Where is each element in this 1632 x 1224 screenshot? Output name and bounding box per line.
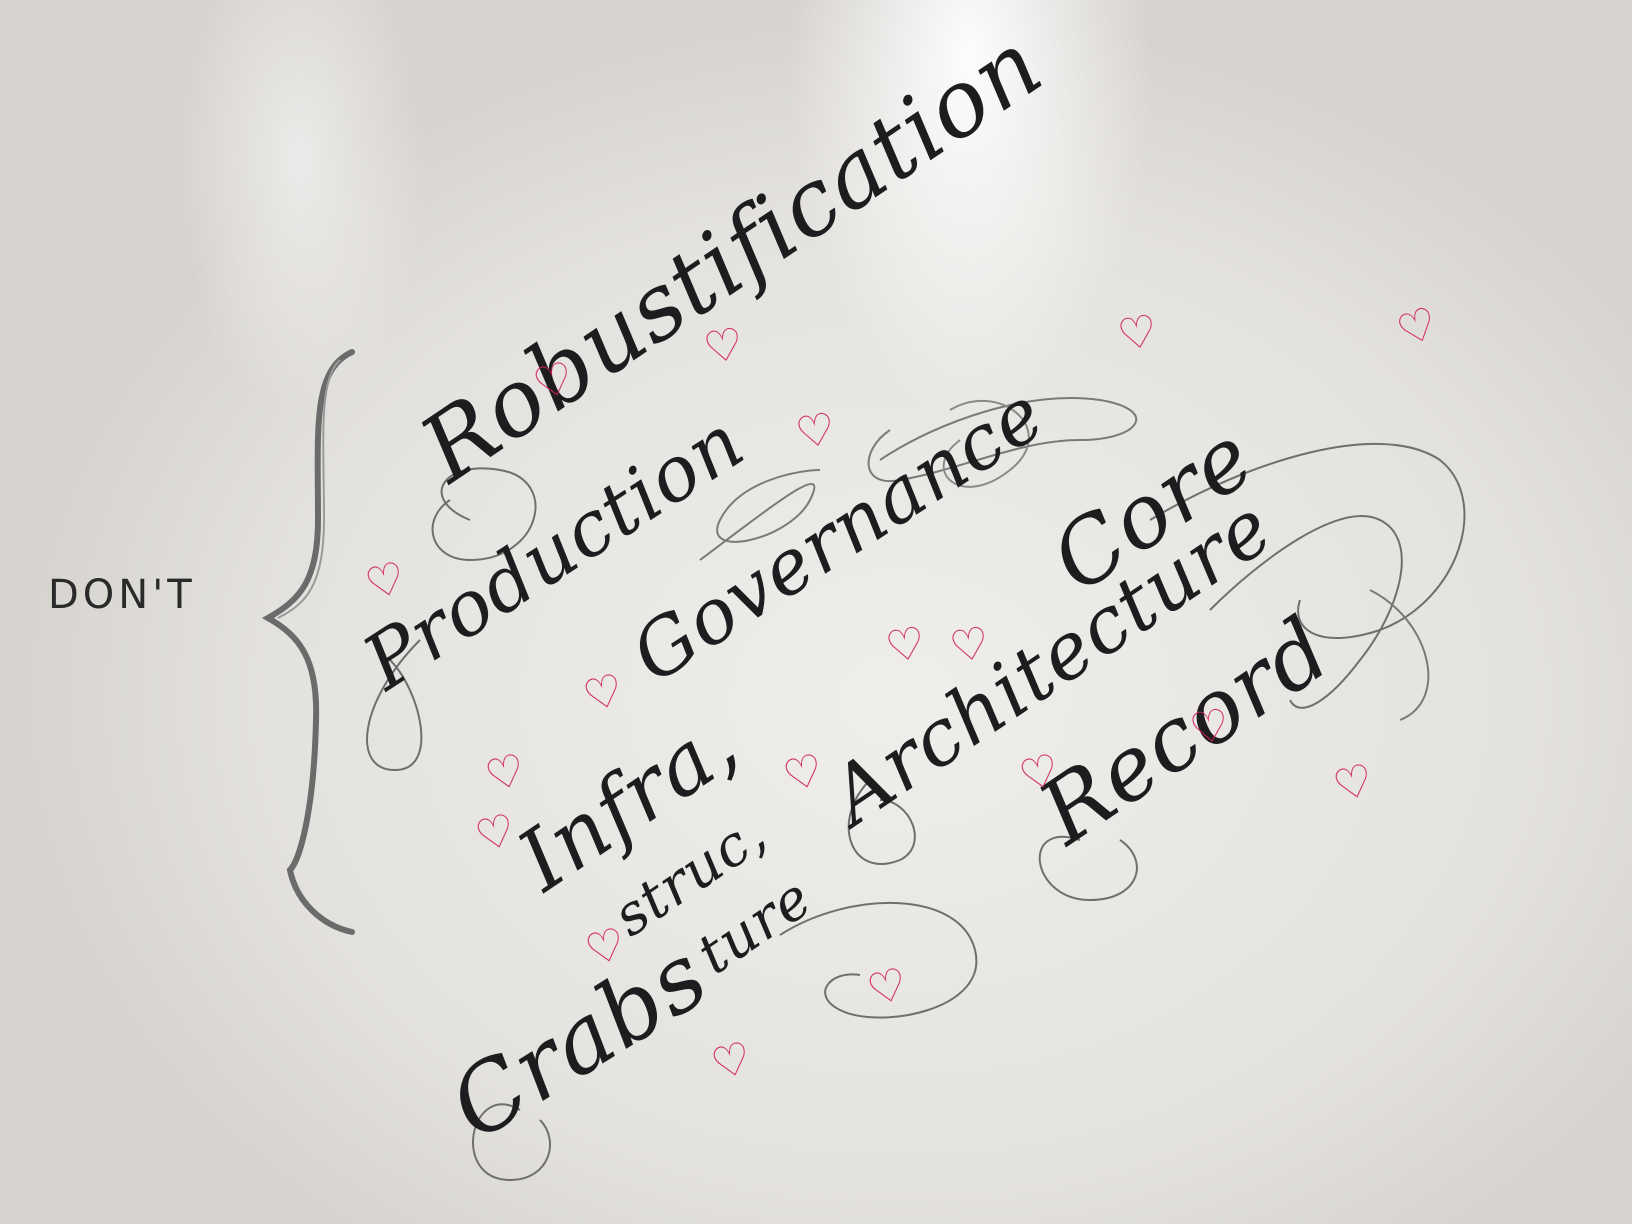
flourish-ture [779,902,978,1019]
flourish-record-tail [1369,589,1430,721]
heart-icon: ♡ [1113,304,1162,363]
heart-icon: ♡ [699,317,748,376]
flourish-arch-swirl [847,779,916,865]
heart-icon: ♡ [1185,698,1234,757]
flourish-prod [366,639,423,772]
heart-icon: ♡ [945,616,994,675]
flourish-arch [1209,515,1403,709]
flourish-crabs [472,1103,551,1182]
flourish-record [1038,835,1138,902]
curly-brace [261,349,355,935]
heart-icon: ♡ [881,616,930,675]
flourish-loop-top [942,399,1030,488]
flourish-center [699,469,821,561]
heart-icon: ♡ [791,402,840,461]
flourish-robust [431,467,537,562]
dont-label: DON'T [48,572,196,618]
flourish-core [1149,442,1466,639]
